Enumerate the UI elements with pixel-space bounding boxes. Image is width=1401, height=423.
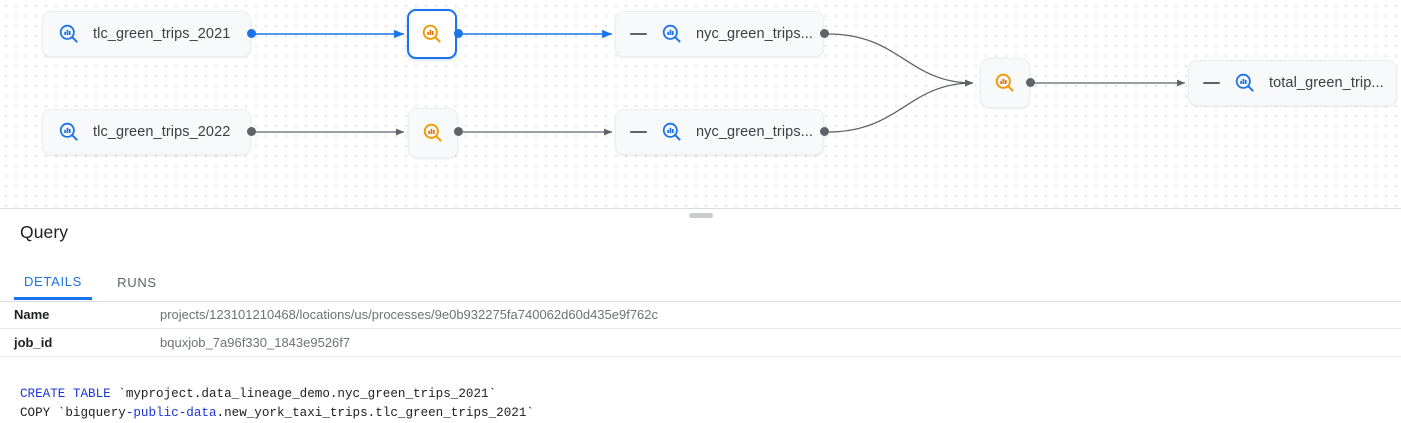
tab-details[interactable]: DETAILS: [14, 265, 92, 300]
collapse-dash-icon[interactable]: [1203, 82, 1220, 84]
property-value: bquxjob_7a96f330_1843e9526f7: [160, 335, 351, 350]
graph-node-label: total_green_trip...: [1269, 74, 1384, 91]
sql-keyword-create-table: CREATE TABLE: [20, 387, 111, 401]
sql-line-2-highlight: -public-data: [125, 406, 217, 420]
node-output-knob-tlc-2022[interactable]: [247, 127, 256, 136]
sql-line-2-prefix: COPY `bigquery: [20, 406, 126, 420]
edge-nyc2022-to-merge: [827, 79, 974, 133]
sql-line-1-rest: `myproject.data_lineage_demo.nyc_green_t…: [110, 387, 497, 401]
property-value: projects/123101210468/locations/us/proce…: [160, 307, 659, 322]
bigquery-table-search-icon: [660, 22, 684, 46]
graph-node-total-green-trips[interactable]: total_green_trip...: [1188, 60, 1397, 106]
table-row: Name projects/123101210468/locations/us/…: [0, 301, 1401, 329]
sql-code-block[interactable]: CREATE TABLE `myproject.data_lineage_dem…: [0, 377, 1401, 423]
node-output-knob-process-merge[interactable]: [1026, 78, 1035, 87]
sql-line-2: COPY `bigquery-public-data.new_york_taxi…: [20, 406, 534, 420]
lineage-graph-canvas[interactable]: tlc_green_trips_2021 nyc_gr: [0, 0, 1401, 208]
graph-node-tlc-green-trips-2022[interactable]: tlc_green_trips_2022: [42, 109, 251, 155]
tab-runs[interactable]: RUNS: [102, 265, 172, 300]
panel-title: Query: [20, 222, 69, 242]
graph-node-label: tlc_green_trips_2021: [93, 25, 231, 42]
bigquery-process-search-icon: [420, 22, 444, 46]
graph-node-label: nyc_green_trips...: [696, 25, 814, 42]
edge-nyc2021-to-merge: [827, 33, 974, 87]
panel-resize-handle[interactable]: [688, 213, 713, 218]
sql-line-1: CREATE TABLE `myproject.data_lineage_dem…: [20, 387, 496, 401]
bigquery-process-search-icon: [993, 71, 1017, 95]
collapse-dash-icon[interactable]: [630, 131, 647, 133]
graph-node-tlc-green-trips-2021[interactable]: tlc_green_trips_2021: [42, 11, 251, 57]
graph-node-process-2022[interactable]: [408, 108, 458, 158]
table-row: job_id bquxjob_7a96f330_1843e9526f7: [0, 329, 1401, 357]
node-output-knob-process-2022[interactable]: [454, 127, 463, 136]
graph-node-process-2021[interactable]: [407, 9, 457, 59]
bigquery-table-search-icon: [1233, 71, 1257, 95]
graph-node-label: nyc_green_trips...: [696, 123, 814, 140]
node-output-knob-process-2021[interactable]: [454, 29, 463, 38]
graph-node-label: tlc_green_trips_2022: [93, 123, 231, 140]
property-key: Name: [14, 307, 50, 322]
sql-line-2-suffix: .new_york_taxi_trips.tlc_green_trips_202…: [216, 406, 534, 420]
query-detail-panel: Query DETAILS RUNS Name projects/1231012…: [0, 208, 1401, 420]
property-key: job_id: [14, 335, 53, 350]
bigquery-table-search-icon: [57, 22, 81, 46]
bigquery-process-search-icon: [421, 121, 445, 145]
graph-node-process-merge[interactable]: [980, 58, 1030, 108]
bigquery-table-search-icon: [660, 120, 684, 144]
graph-node-nyc-green-trips-2022[interactable]: nyc_green_trips...: [615, 109, 824, 155]
node-output-knob-nyc-2022[interactable]: [820, 127, 829, 136]
panel-tab-bar: DETAILS RUNS: [0, 265, 1401, 302]
collapse-dash-icon[interactable]: [630, 33, 647, 35]
node-output-knob-nyc-2021[interactable]: [820, 29, 829, 38]
properties-table: Name projects/123101210468/locations/us/…: [0, 301, 1401, 357]
bigquery-table-search-icon: [57, 120, 81, 144]
node-output-knob-tlc-2021[interactable]: [247, 29, 256, 38]
graph-node-nyc-green-trips-2021[interactable]: nyc_green_trips...: [615, 11, 824, 57]
